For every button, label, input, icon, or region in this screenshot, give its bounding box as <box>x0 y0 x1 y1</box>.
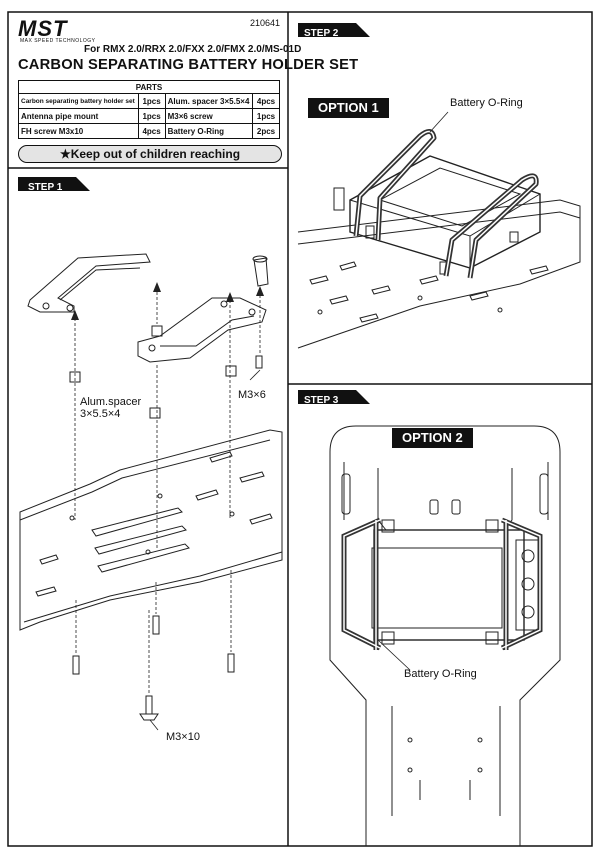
step-tag-shape <box>18 177 90 191</box>
mst-logo: MST <box>18 16 68 41</box>
compatible-models: For RMX 2.0/RRX 2.0/FXX 2.0/FMX 2.0/MS-0… <box>84 44 302 55</box>
part-name: FH screw M3x10 <box>18 123 139 139</box>
step3-oring-label: Battery O-Ring <box>404 668 477 680</box>
table-row: FH screw M3x10 4pcs Battery O-Ring 2pcs <box>18 123 280 139</box>
product-title: CARBON SEPARATING BATTERY HOLDER SET <box>18 56 359 73</box>
part-name: Battery O-Ring <box>164 123 254 139</box>
alum-spacer-label: Alum.spacer <box>80 396 142 408</box>
step1-tag: STEP 1 <box>18 177 90 195</box>
step2-tag: STEP 2 <box>298 23 370 41</box>
step3-tag: STEP 3 <box>298 390 370 408</box>
option2-badge: OPTION 2 <box>392 428 473 448</box>
step-tag-shape <box>298 390 370 404</box>
step3-label: STEP 3 <box>304 395 339 406</box>
parts-table: PARTS Carbon separating battery holder s… <box>18 80 280 139</box>
step1-label: STEP 1 <box>28 182 63 193</box>
logo-tagline: MAX SPEED TECHNOLOGY <box>20 38 96 44</box>
m3x6-label: M3×6 <box>238 389 266 401</box>
m3x10-label: M3×10 <box>166 731 200 743</box>
alum-spacer-size-label: 3×5.5×4 <box>80 408 121 420</box>
step2-oring-label: Battery O-Ring <box>450 97 523 109</box>
option1-badge: OPTION 1 <box>308 98 389 118</box>
table-row: Carbon separating battery holder set 1pc… <box>18 93 280 109</box>
document-number: 210641 <box>250 18 281 28</box>
step2-label: STEP 2 <box>304 28 339 39</box>
part-qty: 2pcs <box>252 123 280 139</box>
step-tag-shape <box>298 23 370 37</box>
table-row: Antenna pipe mount 1pcs M3×6 screw 1pcs <box>18 108 280 124</box>
safety-warning: ★Keep out of children reaching <box>18 145 282 163</box>
